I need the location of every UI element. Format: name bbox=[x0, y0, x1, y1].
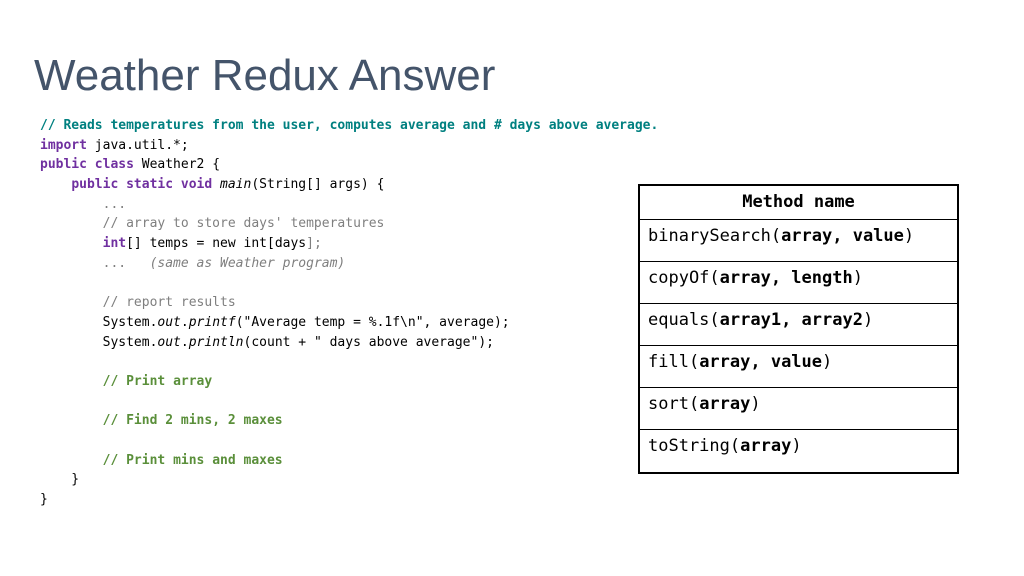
method-name: sort( bbox=[648, 394, 700, 414]
method-close: ) bbox=[750, 394, 761, 414]
code-line-close-class: } bbox=[40, 492, 48, 508]
method-close: ) bbox=[852, 268, 863, 288]
code-block: // Reads temperatures from the user, com… bbox=[40, 116, 658, 510]
keyword-int: int bbox=[102, 236, 127, 252]
code-line-import: import java.util.*; bbox=[40, 136, 658, 156]
system-ref: System. bbox=[40, 334, 158, 350]
class-name: Weather2 { bbox=[133, 157, 221, 173]
method-table-header: Method name bbox=[640, 186, 957, 220]
method-close: ) bbox=[822, 352, 833, 372]
println-method: println bbox=[188, 334, 244, 350]
code-line-blank-2 bbox=[40, 352, 658, 372]
out-field: out bbox=[157, 334, 181, 350]
ellipsis-text: ... bbox=[40, 255, 150, 271]
code-line-class: public class Weather2 { bbox=[40, 155, 658, 175]
method-row: toString(array) bbox=[640, 430, 957, 472]
method-row: copyOf(array, length) bbox=[640, 262, 957, 304]
main-params: (String[] args) { bbox=[251, 177, 385, 193]
dot: . bbox=[180, 334, 189, 350]
keyword-public-static-void: public static void bbox=[71, 177, 213, 193]
method-name: equals( bbox=[648, 310, 720, 330]
printf-method: printf bbox=[188, 314, 236, 330]
code-line-blank-4 bbox=[40, 431, 658, 451]
method-close: ) bbox=[791, 436, 802, 456]
code-line-print-mins: // Print mins and maxes bbox=[40, 451, 658, 471]
code-line-blank-3 bbox=[40, 392, 658, 412]
method-args: array bbox=[740, 436, 792, 456]
method-name: fill( bbox=[648, 352, 700, 372]
print-array-comment: // Print array bbox=[102, 373, 213, 389]
code-line-find-mins: // Find 2 mins, 2 maxes bbox=[40, 411, 658, 431]
system-ref: System. bbox=[40, 314, 158, 330]
method-name: binarySearch( bbox=[648, 226, 782, 246]
import-target: java.util.*; bbox=[86, 137, 189, 153]
code-line-print-array: // Print array bbox=[40, 372, 658, 392]
printf-args: ("Average temp = %.1f\n", average); bbox=[235, 314, 510, 330]
method-close: ) bbox=[903, 226, 915, 246]
method-row: fill(array, value) bbox=[640, 346, 957, 388]
indent bbox=[40, 413, 103, 428]
println-args: (count + " days above average"); bbox=[243, 334, 494, 350]
keyword-public-class: public class bbox=[40, 157, 134, 173]
temps-decl-end: ]; bbox=[306, 236, 322, 252]
find-mins-comment: // Find 2 mins, 2 maxes bbox=[102, 413, 283, 429]
space bbox=[212, 177, 220, 192]
code-line-blank-1 bbox=[40, 274, 658, 294]
code-line-header-comment: // Reads temperatures from the user, com… bbox=[40, 118, 659, 133]
method-row: sort(array) bbox=[640, 388, 957, 430]
code-line-printf: System.out.printf("Average temp = %.1f\n… bbox=[40, 313, 658, 333]
indent bbox=[40, 374, 103, 389]
temps-decl: [] temps = new int[days bbox=[126, 236, 307, 252]
method-close: ) bbox=[862, 310, 874, 330]
indent bbox=[40, 236, 103, 251]
method-row: binarySearch(array, value) bbox=[640, 220, 957, 262]
out-field: out bbox=[157, 314, 181, 330]
code-line-array-comment: // array to store days' temperatures bbox=[40, 216, 385, 232]
method-main: main bbox=[220, 177, 252, 193]
indent bbox=[40, 177, 71, 192]
method-name: copyOf( bbox=[648, 268, 720, 288]
code-line-temps: int[] temps = new int[days]; bbox=[40, 234, 658, 254]
method-name: toString( bbox=[648, 436, 741, 456]
method-args: array, value bbox=[781, 226, 904, 246]
code-line-main: public static void main(String[] args) { bbox=[40, 175, 658, 195]
method-args: array1, array2 bbox=[719, 310, 863, 330]
code-line-ellipsis-2: ... (same as Weather program) bbox=[40, 254, 658, 274]
indent bbox=[40, 453, 103, 468]
method-table: Method name binarySearch(array, value) c… bbox=[638, 184, 959, 474]
method-row: equals(array1, array2) bbox=[640, 304, 957, 346]
keyword-import: import bbox=[40, 137, 87, 153]
method-args: array, value bbox=[699, 352, 823, 372]
code-line-println: System.out.println(count + " days above … bbox=[40, 333, 658, 353]
print-mins-comment: // Print mins and maxes bbox=[102, 452, 283, 468]
dot: . bbox=[180, 314, 189, 330]
code-line-close-main: } bbox=[40, 472, 80, 488]
code-line-report-comment: // report results bbox=[40, 295, 236, 311]
method-args: array bbox=[699, 394, 751, 414]
slide-title: Weather Redux Answer bbox=[34, 51, 496, 100]
method-args: array, length bbox=[719, 268, 853, 288]
same-as-note: (same as Weather program) bbox=[149, 255, 346, 271]
code-line-ellipsis-1: ... bbox=[40, 196, 127, 212]
